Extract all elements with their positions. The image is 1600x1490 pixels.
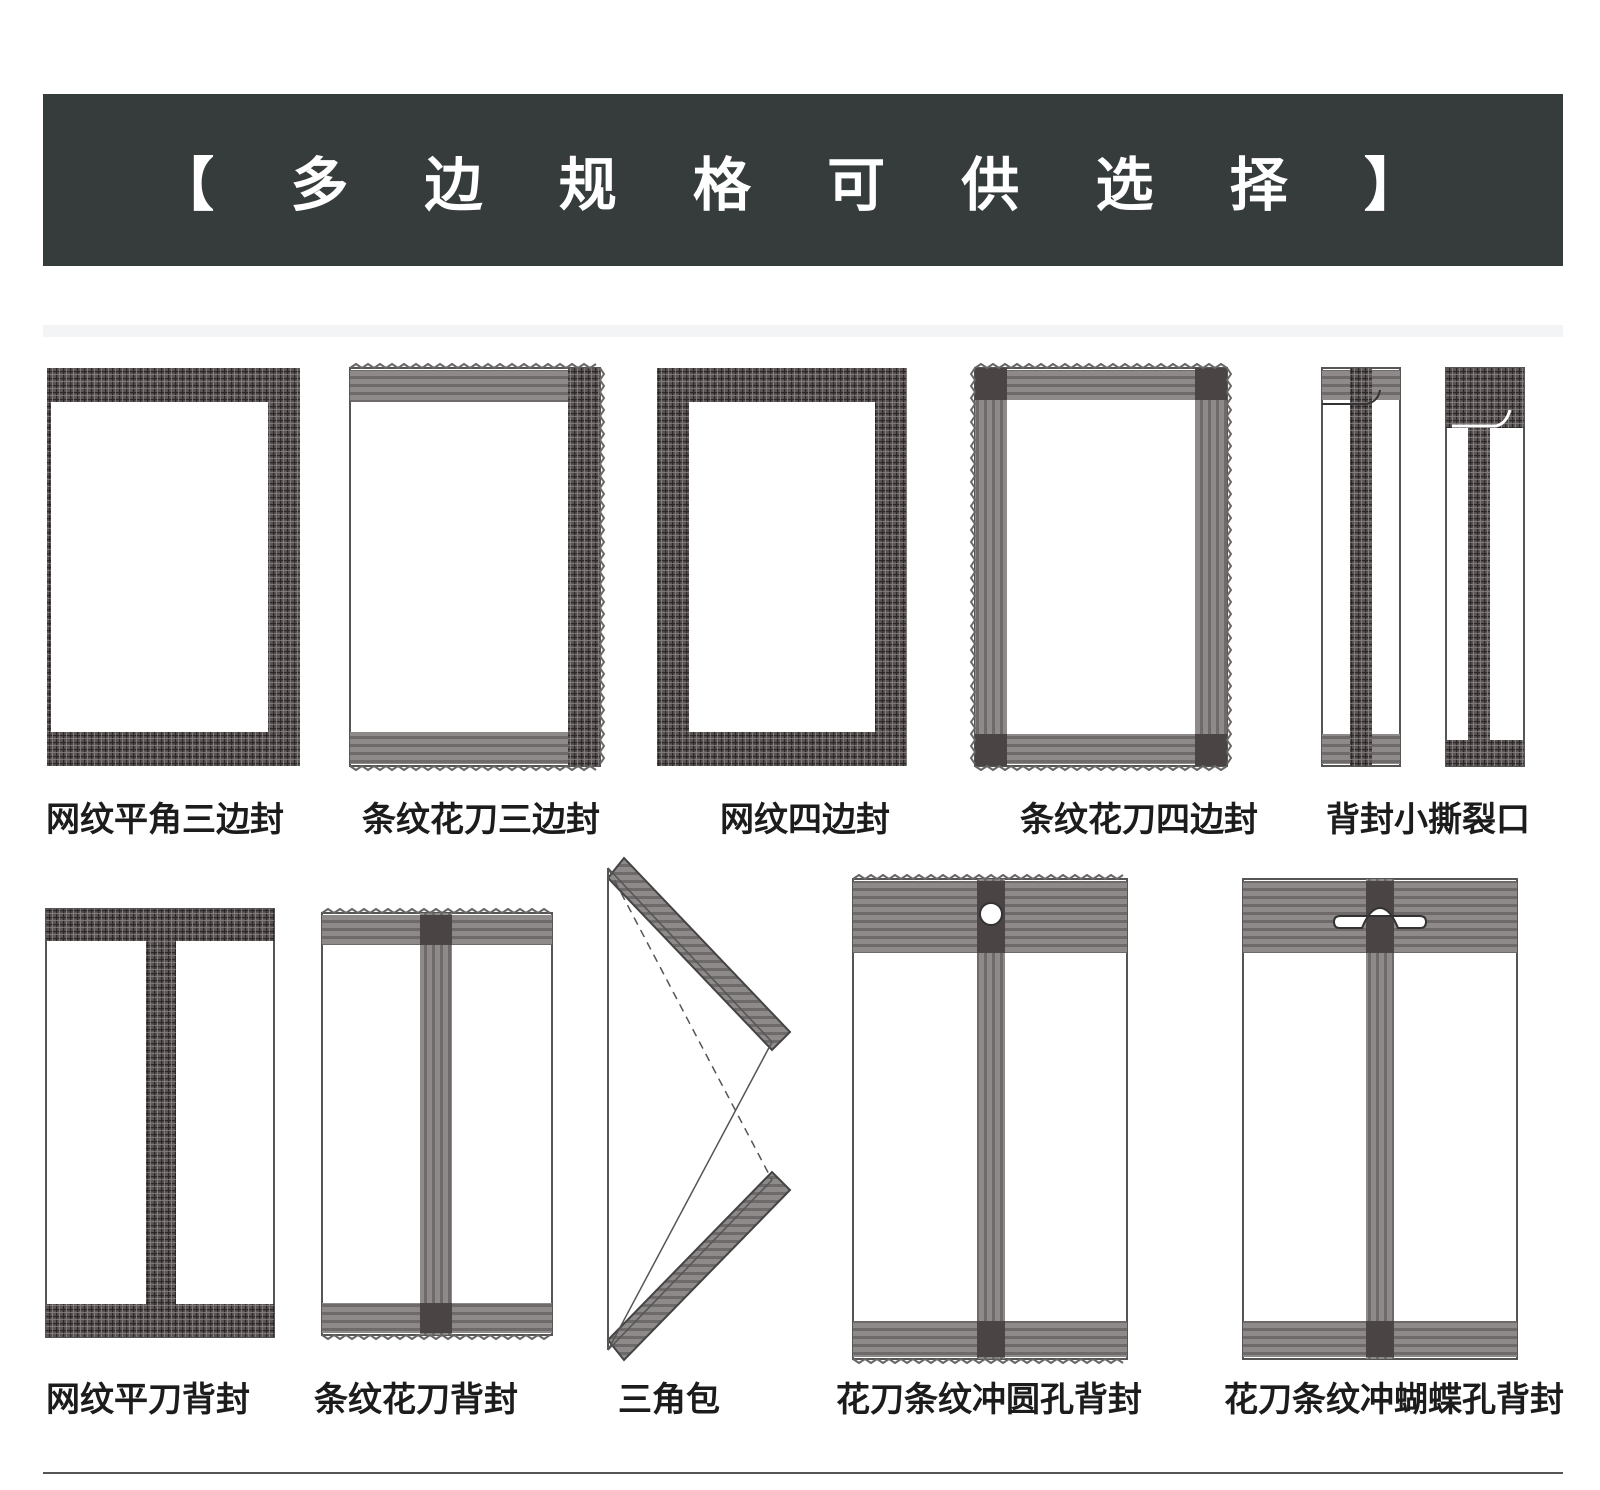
label-stripe-zigzag-three-side: 条纹花刀三边封 <box>362 800 600 840</box>
label-stripe-zigzag-back-seal: 条纹花刀背封 <box>314 1380 518 1420</box>
bag-stripe-zigzag-four-side <box>969 362 1233 772</box>
header-banner: 【 多 边 规 格 可 供 选 择 】 <box>43 94 1563 266</box>
label-mesh-flat-back-seal: 网纹平刀背封 <box>46 1380 250 1420</box>
bag-zigzag-stripe-round-hole-back-seal <box>852 873 1128 1365</box>
bag-mesh-flat-three-side <box>47 368 300 766</box>
bag-stripe-zigzag-back-seal <box>321 907 553 1341</box>
label-mesh-four-side: 网纹四边封 <box>720 800 890 840</box>
label-back-seal-tear-notch: 背封小撕裂口 <box>1326 800 1530 840</box>
bag-back-seal-tear-notch <box>1321 367 1525 767</box>
bag-mesh-flat-back-seal <box>45 908 275 1338</box>
label-triangle-bag: 三角包 <box>618 1380 720 1420</box>
bottom-rule <box>43 1472 1563 1474</box>
label-stripe-zigzag-four-side: 条纹花刀四边封 <box>1020 800 1258 840</box>
bag-stripe-zigzag-three-side <box>349 362 606 772</box>
header-title: 【 多 边 规 格 可 供 选 择 】 <box>156 151 1450 219</box>
bag-zigzag-stripe-butterfly-hole-back-seal <box>1242 878 1518 1360</box>
top-divider-band <box>43 325 1563 337</box>
bag-triangle <box>606 856 792 1362</box>
label-mesh-flat-three-side: 网纹平角三边封 <box>46 800 284 840</box>
label-zigzag-stripe-round-hole-back-seal: 花刀条纹冲圆孔背封 <box>836 1380 1142 1420</box>
bag-mesh-four-side <box>657 368 907 766</box>
label-zigzag-stripe-butterfly-hole-back-seal: 花刀条纹冲蝴蝶孔背封 <box>1224 1380 1564 1420</box>
